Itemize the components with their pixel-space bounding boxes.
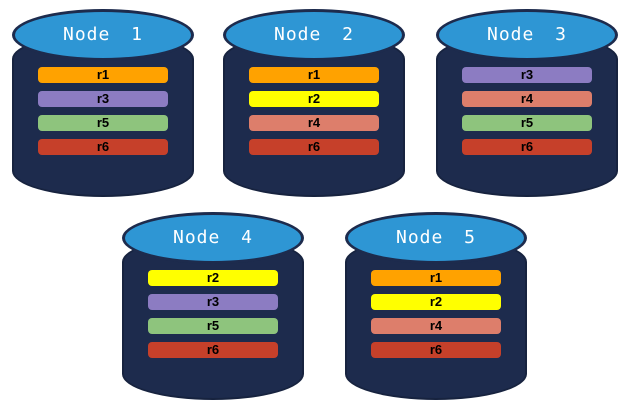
cylinder-top-ellipse: Node 1 [12,9,194,61]
replica-label: r6 [206,342,220,357]
replica-bar: r6 [249,139,379,155]
replica-list: r3 r4 r5 r6 [462,67,592,163]
replica-label: r4 [307,115,321,130]
cylinder-top-ellipse: Node 4 [122,212,304,264]
replica-bar: r5 [462,115,592,131]
replica-label: r3 [520,67,534,82]
replica-bar: r3 [148,294,278,310]
replica-label: r3 [96,91,110,106]
replica-bar: r6 [371,342,501,358]
node-label: Node 3 [486,23,568,45]
replica-bar: r3 [38,91,168,107]
database-node: Node 3 r3 r4 r5 r6 [436,9,618,197]
replica-label: r2 [206,270,220,285]
replica-bar: r2 [249,91,379,107]
replica-label: r5 [96,115,110,130]
replica-list: r1 r2 r4 r6 [371,270,501,366]
database-node: Node 2 r1 r2 r4 r6 [223,9,405,197]
replica-label: r1 [429,270,443,285]
replica-bar: r6 [462,139,592,155]
node-label: Node 4 [172,226,254,248]
node-label: Node 2 [273,23,355,45]
replica-bar: r6 [148,342,278,358]
replica-label: r2 [307,91,321,106]
cylinder-top-ellipse: Node 5 [345,212,527,264]
replica-label: r6 [307,139,321,154]
cylinder-top-ellipse: Node 2 [223,9,405,61]
node-label: Node 5 [395,226,477,248]
replica-label: r1 [307,67,321,82]
replica-label: r4 [429,318,443,333]
replica-bar: r3 [462,67,592,83]
replica-bar: r4 [371,318,501,334]
database-node: Node 5 r1 r2 r4 r6 [345,212,527,400]
replica-bar: r2 [148,270,278,286]
replica-list: r1 r3 r5 r6 [38,67,168,163]
replica-bar: r1 [249,67,379,83]
replica-label: r2 [429,294,443,309]
replica-bar: r6 [38,139,168,155]
replica-label: r5 [520,115,534,130]
replica-label: r6 [520,139,534,154]
database-node: Node 1 r1 r3 r5 r6 [12,9,194,197]
replica-label: r6 [429,342,443,357]
replica-bar: r5 [148,318,278,334]
replica-label: r1 [96,67,110,82]
replica-label: r5 [206,318,220,333]
database-node: Node 4 r2 r3 r5 r6 [122,212,304,400]
replica-label: r4 [520,91,534,106]
replica-bar: r2 [371,294,501,310]
replica-label: r6 [96,139,110,154]
replica-label: r3 [206,294,220,309]
replica-list: r2 r3 r5 r6 [148,270,278,366]
node-label: Node 1 [62,23,144,45]
cylinder-top-ellipse: Node 3 [436,9,618,61]
replica-list: r1 r2 r4 r6 [249,67,379,163]
replica-bar: r5 [38,115,168,131]
replica-bar: r4 [462,91,592,107]
replica-bar: r4 [249,115,379,131]
replica-bar: r1 [371,270,501,286]
replica-bar: r1 [38,67,168,83]
